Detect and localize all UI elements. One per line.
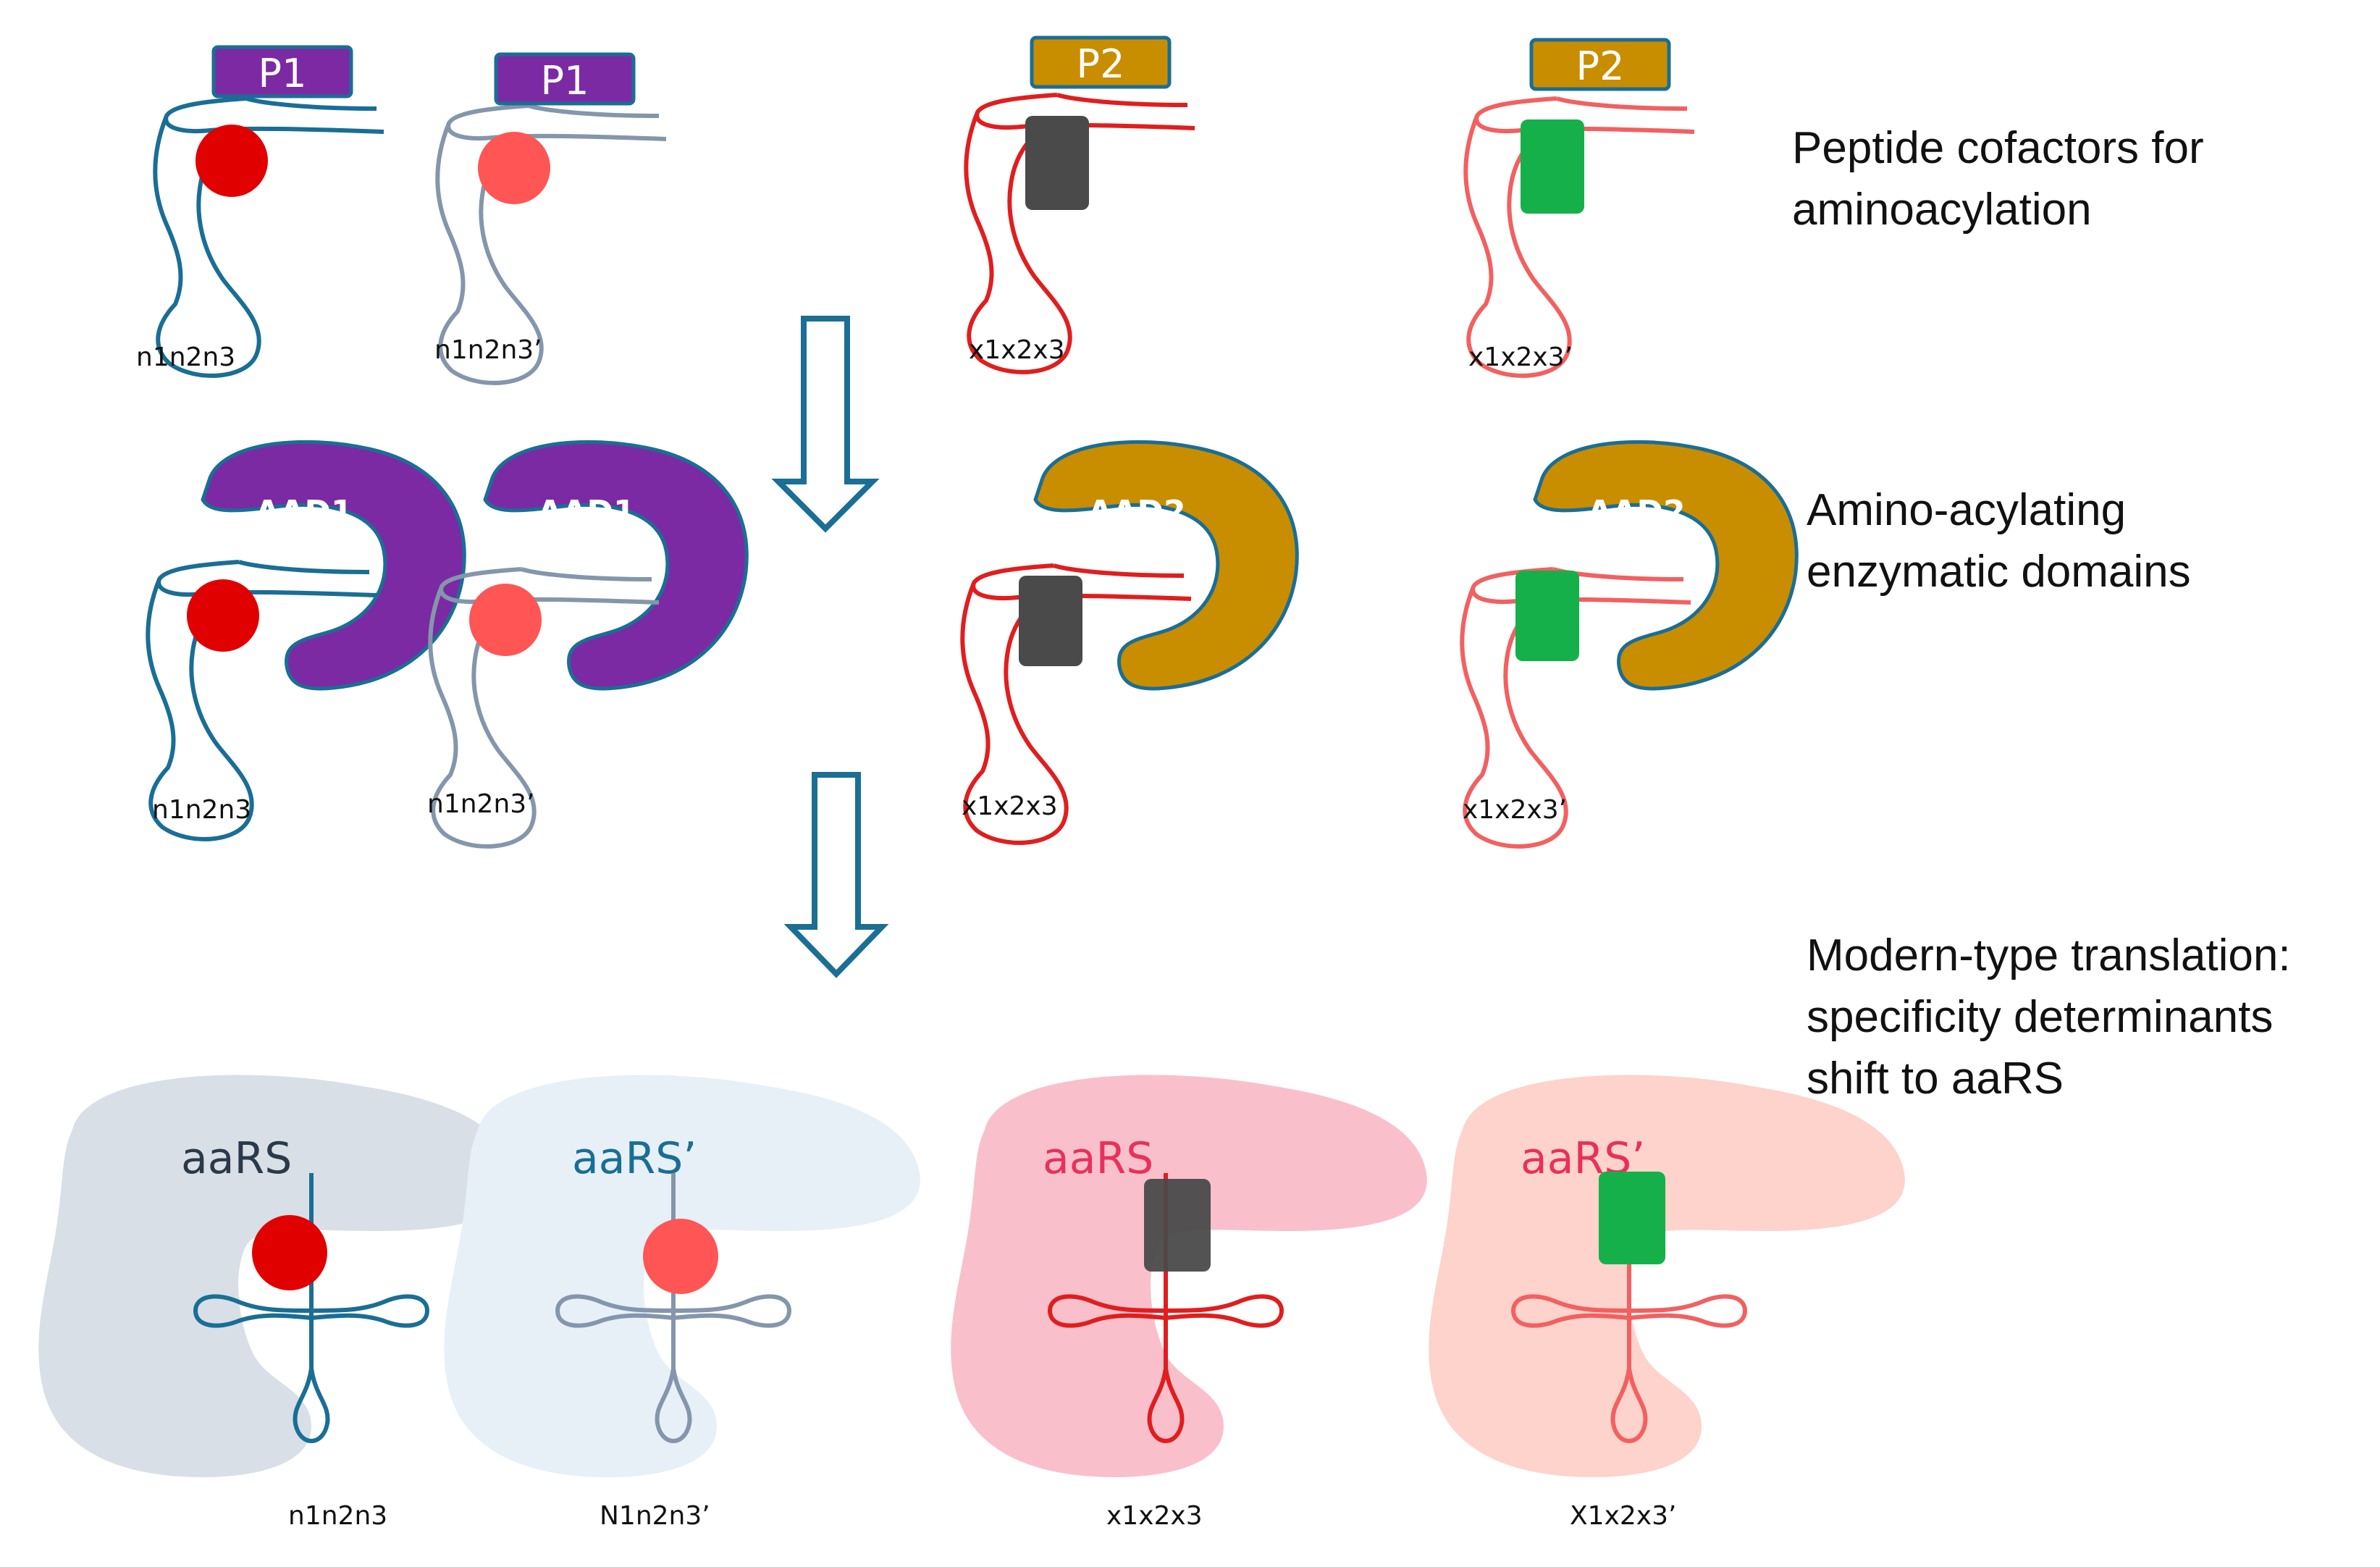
- rna-n1n2n3-prime-row1: [437, 106, 666, 383]
- domain-label: AAD2: [1088, 494, 1185, 531]
- peptide-badge: [1030, 35, 1172, 89]
- sequence-label: X1x2x3’: [1570, 1501, 1676, 1531]
- domain-aad1-a: AAD1: [203, 442, 464, 689]
- amino-acid-block: [1521, 119, 1584, 214]
- sequence-label: n1n2n3’: [434, 335, 542, 365]
- rna-x1x2x3-prime-row2: [1462, 569, 1691, 846]
- down-arrow-icon: [771, 316, 880, 533]
- caption-line: aminoacylation: [1792, 185, 2092, 235]
- row3-caption: Modern-type translation: specificity det…: [1807, 930, 2291, 1104]
- amino-acid-block: [1019, 576, 1082, 666]
- row3-sequence-labels: n1n2n3 N1n2n3’ x1x2x3 X1x2x3’: [288, 1501, 1676, 1531]
- domain-label: AAD2: [1587, 494, 1685, 531]
- row1-caption: Peptide cofactors for aminoacylation: [1792, 123, 2204, 235]
- row1-sequence-labels: n1n2n3 n1n2n3’ x1x2x3 x1x2x3’: [136, 335, 1573, 372]
- caption-line: Peptide cofactors for: [1792, 123, 2204, 173]
- aars-b: aaRS’: [444, 1075, 920, 1477]
- row2-molecules: AAD1 AAD1 AAD2 AAD2: [148, 442, 1796, 846]
- sequence-label: n1n2n3: [288, 1501, 387, 1531]
- amino-acid-block: [1144, 1179, 1211, 1272]
- domain-aad2-b: AAD2: [1535, 442, 1796, 689]
- amino-acid-dot: [469, 584, 542, 656]
- aars-a: aaRS: [38, 1075, 515, 1477]
- caption-line: shift to aaRS: [1807, 1054, 2064, 1104]
- row3-molecules: aaRS aaRS’ aaRS aaRS’: [38, 1075, 1905, 1477]
- amino-acid-dot: [187, 579, 259, 652]
- row1-molecules: P1 P1 P2 P2: [155, 35, 1694, 383]
- rna-n1n2n3-row1: [155, 98, 384, 376]
- sequence-label: x1x2x3: [1106, 1501, 1203, 1531]
- row2-sequence-labels: n1n2n3 n1n2n3’ x1x2x3 x1x2x3’: [152, 789, 1567, 825]
- sequence-label: N1n2n3’: [600, 1501, 710, 1531]
- rna-stem-loop-icon: [155, 98, 384, 376]
- sequence-label: x1x2x3’: [1468, 343, 1573, 372]
- aars-label: aaRS’: [572, 1133, 697, 1184]
- domain-aad2-a: AAD2: [1035, 442, 1297, 689]
- amino-acid-dot: [643, 1219, 718, 1294]
- amino-acid-block: [1515, 571, 1579, 661]
- aars-label: aaRS: [1043, 1133, 1153, 1184]
- sequence-label: n1n2n3: [152, 795, 251, 825]
- sequence-label: x1x2x3: [962, 791, 1058, 821]
- aars-d: aaRS’: [1429, 1075, 1905, 1477]
- down-arrow-icon: [783, 772, 889, 978]
- peptide-label: P1: [541, 58, 589, 104]
- aars-label: aaRS: [181, 1133, 292, 1184]
- rna-n1n2n3-row2: [148, 562, 377, 839]
- rna-x1x2x3-row2: [962, 566, 1191, 843]
- peptide-badge: [494, 52, 636, 106]
- peptide-p2-a: P2: [1030, 35, 1172, 89]
- amino-acid-dot: [252, 1215, 327, 1290]
- domain-shape: [203, 442, 464, 689]
- amino-acid-block: [1599, 1172, 1665, 1264]
- peptide-label: P2: [1576, 43, 1625, 89]
- peptide-label: P1: [258, 51, 307, 96]
- peptide-p1-b: P1: [494, 52, 636, 106]
- rna-x1x2x3-prime-row1: [1466, 98, 1694, 376]
- domain-shape: [485, 442, 747, 689]
- peptide-label: P2: [1077, 41, 1125, 87]
- domain-aad1-b: AAD1: [485, 442, 747, 689]
- row2-caption: Amino-acylating enzymatic domains: [1807, 485, 2191, 597]
- sequence-label: n1n2n3: [136, 343, 235, 372]
- peptide-badge: [211, 45, 353, 98]
- caption-line: Modern-type translation:: [1807, 930, 2291, 980]
- domain-label: AAD1: [537, 494, 635, 531]
- rna-n1n2n3-prime-row2: [430, 569, 659, 846]
- amino-acid-dot: [478, 132, 550, 204]
- caption-line: Amino-acylating: [1807, 485, 2126, 535]
- down-arrow-2: [783, 772, 889, 978]
- sequence-label: x1x2x3: [969, 335, 1065, 365]
- peptide-p2-b: P2: [1529, 38, 1671, 91]
- sequence-label: n1n2n3’: [427, 789, 535, 819]
- peptide-p1-a: P1: [211, 45, 353, 98]
- amino-acid-block: [1025, 116, 1089, 210]
- sequence-label: x1x2x3’: [1463, 795, 1567, 825]
- peptide-badge: [1529, 38, 1671, 91]
- caption-line: enzymatic domains: [1807, 547, 2191, 597]
- aars-body: [951, 1075, 1427, 1477]
- aars-body: [1429, 1075, 1905, 1477]
- down-arrow-1: [771, 316, 880, 533]
- domain-label: AAD1: [255, 494, 353, 531]
- aars-c: aaRS: [951, 1075, 1427, 1477]
- caption-line: specificity determinants: [1807, 992, 2273, 1042]
- amino-acid-dot: [195, 125, 268, 197]
- rna-x1x2x3-row1: [966, 95, 1195, 372]
